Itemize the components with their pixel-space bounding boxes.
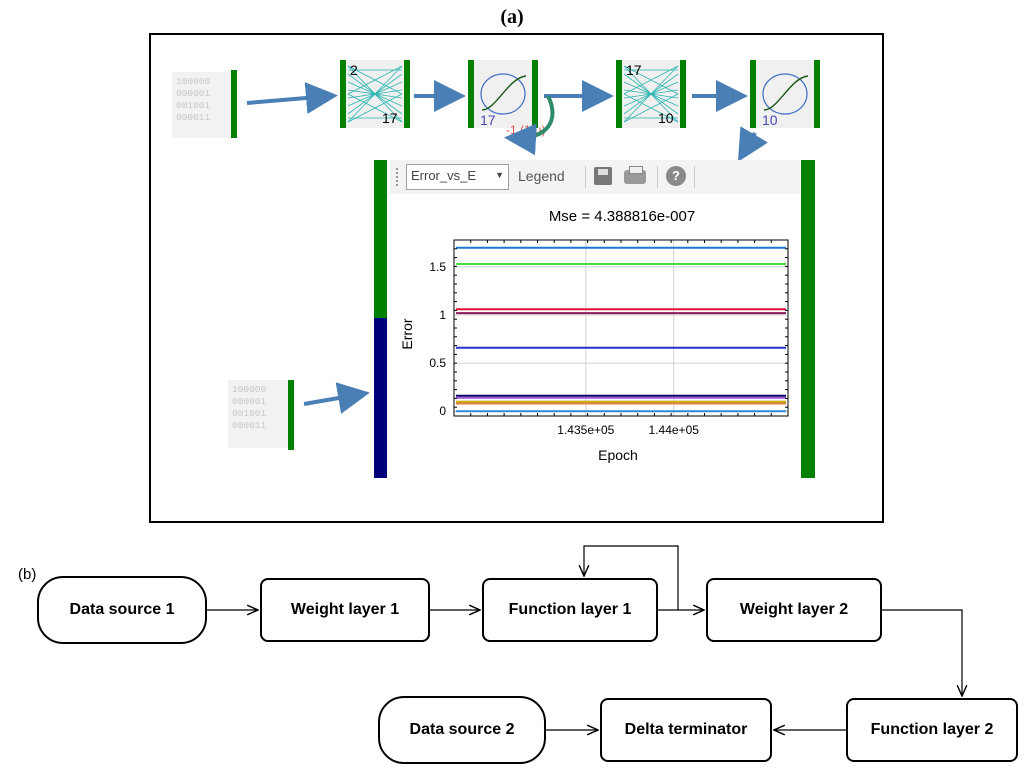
- error-chart[interactable]: 1.435e+05 1.44e+05 0 0.5 1 1.5 Error Epoch: [390, 228, 800, 468]
- func1-output-count: 17: [480, 112, 496, 128]
- source-line: 000001: [176, 88, 211, 99]
- sigmoid-icon: [750, 60, 820, 128]
- edge-wl2-fl2: [882, 609, 962, 696]
- toolbar-grip[interactable]: [396, 168, 401, 186]
- plot-title: Mse = 4.388816e-007: [548, 208, 696, 225]
- y-axis-label: Error: [399, 318, 415, 349]
- save-icon[interactable]: [594, 167, 612, 185]
- node-weight-layer-2[interactable]: Weight layer 2: [706, 578, 882, 642]
- node-data-source-1[interactable]: Data source 1: [37, 576, 207, 644]
- panel-b-label: (b): [18, 566, 37, 583]
- layer1-output-count: 17: [382, 110, 398, 126]
- network-icon: [340, 60, 410, 128]
- function-layer-1-module[interactable]: [468, 60, 538, 128]
- toolbar-divider: [694, 166, 695, 188]
- node-data-source-2[interactable]: Data source 2: [378, 696, 546, 764]
- node-delta-terminator[interactable]: Delta terminator: [600, 698, 772, 762]
- help-icon[interactable]: ?: [666, 166, 686, 186]
- panel-a-connectors: [246, 80, 768, 162]
- chevron-down-icon: ▼: [495, 170, 504, 180]
- function-layer-2-module[interactable]: [750, 60, 820, 128]
- source-line: 001001: [232, 408, 267, 419]
- weight-layer-1-module[interactable]: [340, 60, 410, 128]
- layer1-input-count: 2: [350, 62, 358, 78]
- panel-a-frame: [149, 33, 884, 523]
- sigmoid-icon: [468, 60, 538, 128]
- weight-layer-2-module[interactable]: [616, 60, 686, 128]
- legend-button[interactable]: Legend: [518, 168, 565, 184]
- y-tick-label: 1.5: [429, 260, 446, 274]
- source-line: 000011: [176, 112, 211, 123]
- y-tick-label: 1: [439, 308, 446, 322]
- x-tick-label: 1.435e+05: [557, 423, 614, 437]
- arrow-ds1-to-wl1: [246, 82, 338, 114]
- ds2-arrow-svg: [303, 382, 370, 414]
- print-icon[interactable]: [624, 166, 646, 184]
- terminator-bar-top: [374, 160, 387, 318]
- panel-b-connectors: [207, 545, 1024, 774]
- y-tick-label: 0: [439, 404, 446, 418]
- arrow-ds2-to-terminator: [303, 382, 370, 414]
- func2-output-count: 10: [762, 112, 778, 128]
- plot-type-combo[interactable]: Error_vs_E ▼: [406, 164, 509, 190]
- data-source-2-connector-bar: [288, 380, 294, 450]
- edge-fl1-loop: [584, 545, 679, 610]
- panel-a-label: (a): [500, 6, 524, 28]
- data-source-1-block[interactable]: 100000 000001 001001 000011: [172, 72, 232, 138]
- toolbar-divider: [657, 166, 658, 188]
- y-tick-label: 0.5: [429, 356, 446, 370]
- arrow-fl2-to-plot: [737, 126, 768, 162]
- source-line: 001001: [176, 100, 211, 111]
- node-function-layer-2[interactable]: Function layer 2: [846, 698, 1018, 762]
- x-axis-label: Epoch: [598, 447, 638, 463]
- layer2-output-count: 10: [658, 110, 674, 126]
- plot-right-bar: [801, 160, 815, 478]
- toolbar-divider: [585, 166, 586, 188]
- combo-value: Error_vs_E: [411, 168, 477, 183]
- x-tick-label: 1.44e+05: [649, 423, 700, 437]
- feedback-arrow: [504, 95, 555, 156]
- source-line: 100000: [176, 76, 211, 87]
- node-function-layer-1[interactable]: Function layer 1: [482, 578, 658, 642]
- data-source-2-block[interactable]: 100000 000001 001001 000011: [228, 380, 288, 448]
- source-line: 100000: [232, 384, 267, 395]
- data-source-1-connector-bar: [231, 70, 237, 138]
- plot-area: [454, 240, 788, 416]
- terminator-bar-bottom: [374, 318, 387, 478]
- network-icon: [616, 60, 686, 128]
- node-weight-layer-1[interactable]: Weight layer 1: [260, 578, 430, 642]
- source-line: 000001: [232, 396, 267, 407]
- source-line: 000011: [232, 420, 267, 431]
- layer2-input-count: 17: [626, 62, 642, 78]
